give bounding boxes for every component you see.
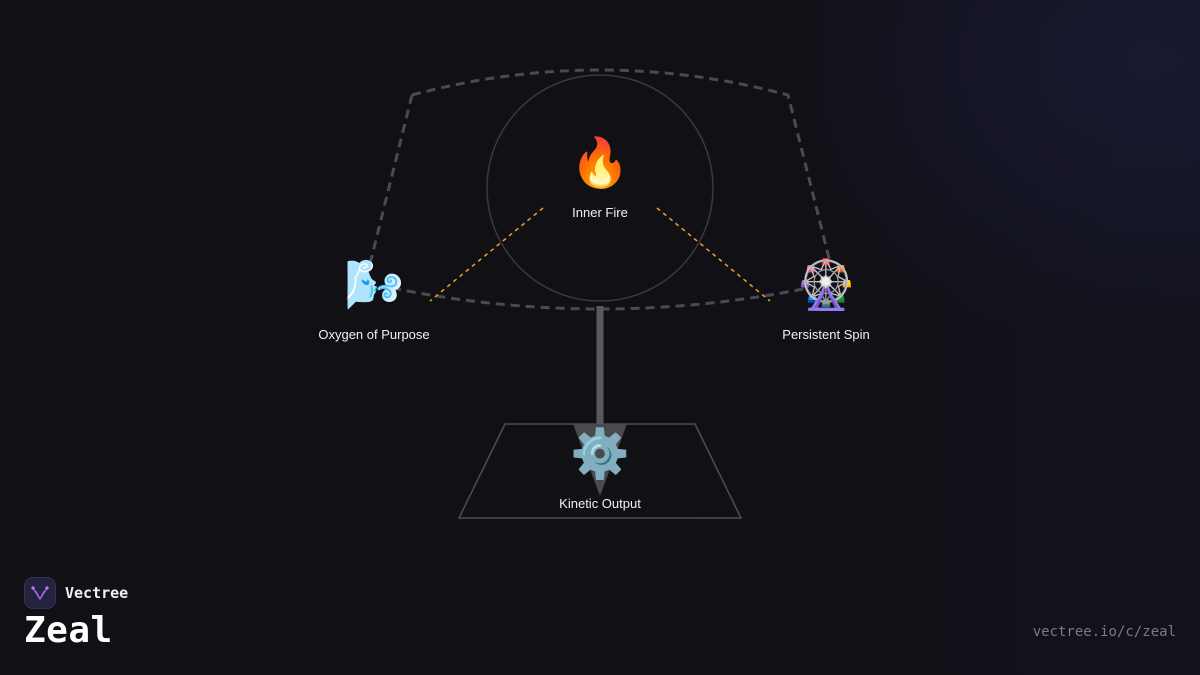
gear-icon: ⚙️ xyxy=(570,426,630,482)
page-url[interactable]: vectree.io/c/zeal xyxy=(1032,624,1176,640)
arrow-head xyxy=(573,424,627,496)
node-label-oxygen-of-purpose: Oxygen of Purpose xyxy=(318,327,430,342)
fire-icon: 🔥 xyxy=(570,135,630,191)
dashed-envelope xyxy=(366,68,832,311)
connector-fire-oxygen xyxy=(429,207,544,302)
output-funnel xyxy=(457,423,743,519)
node-label-persistent-spin: Persistent Spin xyxy=(782,327,870,342)
node-label-inner-fire: Inner Fire xyxy=(572,205,628,220)
inner-fire-circle xyxy=(486,74,714,302)
node-label-kinetic-output: Kinetic Output xyxy=(559,496,641,511)
wind-face-icon: 🌬️ xyxy=(344,257,404,313)
page-title: Zeal xyxy=(24,610,113,651)
ferris-wheel-icon: 🎡 xyxy=(796,257,856,313)
connector-fire-spin xyxy=(656,207,771,302)
brand-name: Vectree xyxy=(65,584,129,602)
vectree-logo-icon xyxy=(24,577,56,609)
brand: Vectree xyxy=(24,577,128,609)
